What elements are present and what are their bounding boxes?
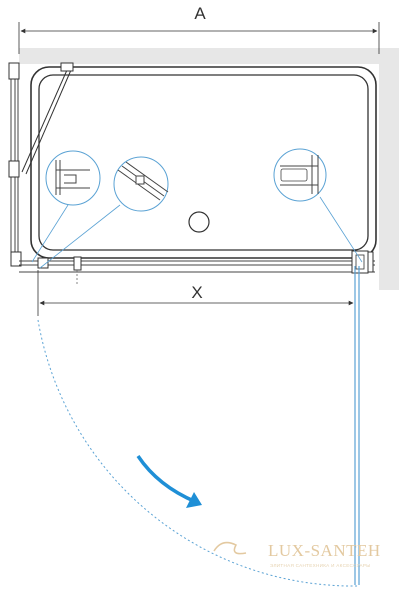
watermark-tagline: ЭЛИТНАЯ САНТЕХНИКА И АКСЕССУАРЫ bbox=[270, 563, 371, 568]
dimension-x: X bbox=[38, 270, 355, 316]
watermark-brand: LUX-SANTEH bbox=[268, 541, 381, 560]
floor-profile bbox=[19, 257, 375, 286]
drain-icon bbox=[189, 212, 209, 232]
right-wall bbox=[379, 48, 399, 290]
swing-arrow-icon bbox=[138, 456, 196, 502]
detail-callout-left bbox=[32, 151, 100, 262]
watermark-logo-icon bbox=[214, 543, 246, 554]
watermark: LUX-SANTEH ЭЛИТНАЯ САНТЕХНИКА И АКСЕССУА… bbox=[214, 541, 381, 568]
door-swing bbox=[38, 266, 359, 586]
dimension-a: A bbox=[19, 4, 379, 54]
left-wall-profile bbox=[9, 63, 21, 266]
dimension-a-label: A bbox=[194, 4, 206, 23]
back-wall bbox=[19, 48, 399, 64]
detail-callout-right bbox=[274, 149, 362, 262]
dimension-x-label: X bbox=[191, 283, 202, 302]
